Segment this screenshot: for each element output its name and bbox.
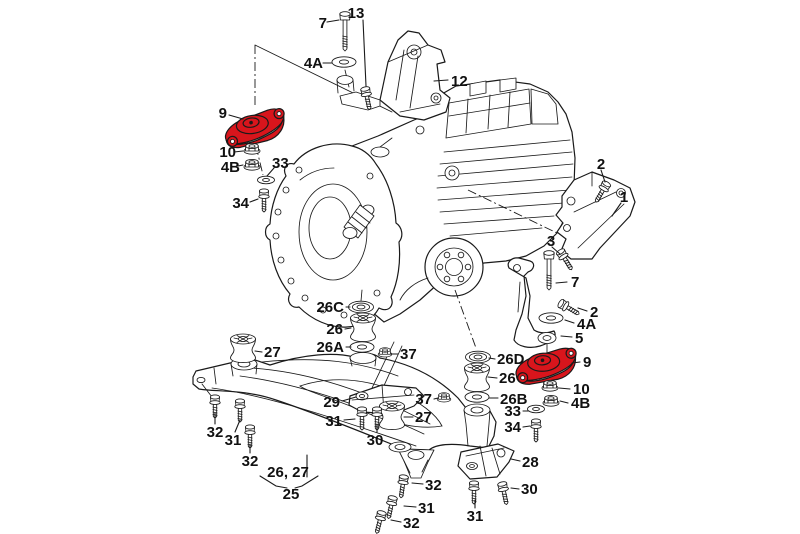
bracket-12 bbox=[336, 30, 451, 121]
callout-30-center[interactable]: 30 bbox=[367, 432, 384, 449]
nut-37-right bbox=[436, 392, 452, 403]
washer-33-right bbox=[527, 404, 545, 414]
bracket-28 bbox=[457, 443, 515, 480]
bolt-34-right bbox=[530, 418, 542, 443]
callout-7-top[interactable]: 7 bbox=[319, 15, 327, 32]
bracket-5 bbox=[507, 257, 557, 348]
callout-31-left[interactable]: 31 bbox=[225, 432, 242, 449]
bolt-32-bottom1 bbox=[395, 473, 410, 499]
nut-10-left bbox=[243, 142, 261, 155]
bracket-29 bbox=[348, 384, 425, 415]
washer-4a-right bbox=[538, 312, 564, 324]
callout-10-right[interactable]: 10 bbox=[573, 381, 590, 398]
bracket-1 bbox=[555, 171, 636, 260]
nut-10-right bbox=[541, 379, 559, 392]
callout-4b-right[interactable]: 4B bbox=[571, 395, 590, 412]
callout-5[interactable]: 5 bbox=[575, 330, 583, 347]
callout-29[interactable]: 29 bbox=[323, 394, 340, 411]
callout-32-left2[interactable]: 32 bbox=[242, 453, 259, 470]
callout-10-left[interactable]: 10 bbox=[219, 144, 236, 161]
callout-12[interactable]: 12 bbox=[451, 73, 468, 90]
callout-31-right[interactable]: 31 bbox=[467, 508, 484, 525]
nut-37-center bbox=[377, 347, 393, 358]
washer-4a-top bbox=[331, 56, 357, 68]
washer-33-left bbox=[257, 175, 275, 185]
bolt-31-right bbox=[468, 480, 480, 505]
bolt-7-right bbox=[543, 250, 555, 291]
callout-9-left[interactable]: 9 bbox=[219, 105, 227, 122]
callout-31-center[interactable]: 31 bbox=[325, 413, 342, 430]
callout-26-center[interactable]: 26 bbox=[326, 321, 343, 338]
washer-26b bbox=[464, 391, 490, 403]
callout-25[interactable]: 25 bbox=[283, 486, 300, 503]
callout-34-left[interactable]: 34 bbox=[232, 195, 249, 212]
callout-27-center[interactable]: 27 bbox=[415, 409, 432, 426]
subframe-25 bbox=[192, 341, 497, 479]
callout-37-right[interactable]: 37 bbox=[415, 391, 432, 408]
ring-26d bbox=[465, 350, 491, 364]
bushing-26-right bbox=[464, 362, 490, 393]
callout-9-right[interactable]: 9 bbox=[583, 354, 591, 371]
callout-37-center[interactable]: 37 bbox=[400, 346, 417, 363]
callout-26d[interactable]: 26D bbox=[497, 351, 525, 368]
nut-4b-right bbox=[542, 394, 560, 407]
ring-26c bbox=[348, 300, 374, 314]
callout-26b[interactable]: 26B bbox=[500, 391, 528, 408]
callout-34-right[interactable]: 34 bbox=[504, 419, 521, 436]
gearbox-illustration bbox=[264, 77, 576, 328]
callout-28[interactable]: 28 bbox=[522, 454, 539, 471]
callout-33-left[interactable]: 33 bbox=[272, 155, 289, 172]
callout-7-right[interactable]: 7 bbox=[571, 274, 579, 291]
callout-4a-right[interactable]: 4A bbox=[577, 316, 596, 333]
callout-32-bottom2[interactable]: 32 bbox=[403, 515, 420, 532]
callout-33-right[interactable]: 33 bbox=[504, 403, 521, 420]
engine-mount-9-left[interactable] bbox=[221, 106, 289, 150]
callout-26a[interactable]: 26A bbox=[316, 339, 344, 356]
callout-1[interactable]: 1 bbox=[620, 189, 628, 206]
callout-32-bottom1[interactable]: 32 bbox=[425, 477, 442, 494]
bushing-27-left bbox=[230, 333, 256, 364]
callout-3[interactable]: 3 bbox=[547, 233, 555, 250]
bolt-32-bottom2 bbox=[371, 509, 388, 534]
callout-26-27-group[interactable]: 26, 27 bbox=[267, 464, 309, 481]
callout-13[interactable]: 13 bbox=[348, 5, 365, 22]
bushing-26-center bbox=[350, 312, 376, 343]
bolt-31-left bbox=[234, 398, 246, 423]
callout-32-left1[interactable]: 32 bbox=[207, 424, 224, 441]
callout-2-lower[interactable]: 2 bbox=[590, 304, 598, 321]
callout-26c[interactable]: 26C bbox=[316, 299, 344, 316]
callout-labels: 13 7 4A 12 9 10 4B 33 34 2 1 3 7 2 4A 5 … bbox=[207, 5, 629, 532]
bolt-30-right bbox=[496, 480, 513, 507]
bolt-34-left bbox=[258, 188, 270, 213]
leader-lines bbox=[214, 19, 622, 523]
callout-30-right[interactable]: 30 bbox=[521, 481, 538, 498]
callout-26-right[interactable]: 26 bbox=[499, 370, 516, 387]
nut-4b-left bbox=[243, 158, 261, 171]
callout-4b-left[interactable]: 4B bbox=[221, 159, 240, 176]
callout-27-left[interactable]: 27 bbox=[264, 344, 281, 361]
bushing-27-center bbox=[379, 400, 405, 431]
callout-31-bottom[interactable]: 31 bbox=[418, 500, 435, 517]
callout-2-upper[interactable]: 2 bbox=[597, 156, 605, 173]
callout-4a-top[interactable]: 4A bbox=[304, 55, 323, 72]
washer-26a bbox=[349, 341, 375, 353]
